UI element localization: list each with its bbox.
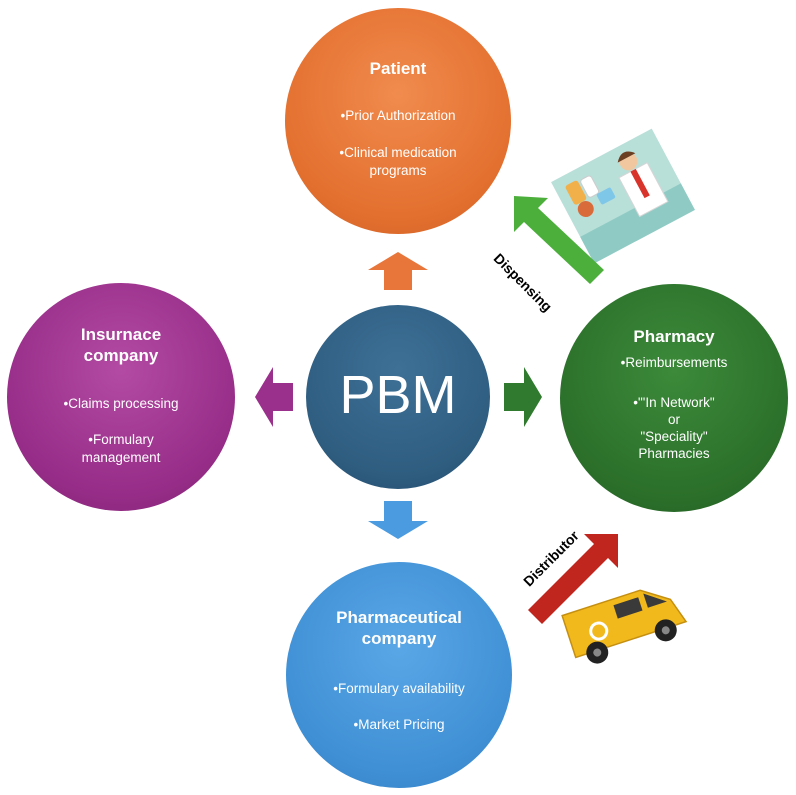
patient-bullet-prior-authorization: •Prior Authorization	[340, 108, 456, 123]
pharmacy-bullet-in-network: •"'In Network"	[633, 395, 715, 410]
insurance-bullet-formulary: •Formulary	[88, 432, 154, 447]
dispensing-arrow-icon	[514, 196, 604, 284]
insurance-title-line1: Insurnace	[80, 325, 162, 344]
patient-title: Patient	[369, 59, 427, 78]
pharmacy-bullet-pharmacies: Pharmacies	[638, 446, 710, 461]
arrow-left-icon	[255, 367, 293, 427]
patient-bullet-programs: programs	[369, 163, 427, 178]
distributor-arrow-icon	[528, 534, 618, 624]
delivery-van-icon	[561, 589, 688, 664]
arrow-up-icon	[368, 252, 428, 290]
arrow-down-icon	[368, 501, 428, 539]
pharmaceutical-bullet-market-pricing: •Market Pricing	[353, 717, 445, 732]
insurance-node: Insurnace company •Claims processing •Fo…	[7, 283, 235, 511]
pharmacy-bullet-speciality: "Speciality"	[640, 429, 708, 444]
pharmaceutical-node: Pharmaceutical company •Formulary availa…	[286, 562, 512, 788]
insurance-bullet-claims: •Claims processing	[63, 396, 179, 411]
pharmaceutical-title-line1: Pharmaceutical	[336, 608, 462, 627]
pharmacy-bullet-reimbursements: •Reimbursements	[620, 355, 728, 370]
patient-node: Patient •Prior Authorization •Clinical m…	[285, 8, 511, 234]
pharmacist-with-medications-icon	[551, 128, 695, 264]
insurance-title-line2: company	[83, 346, 159, 365]
patient-bullet-clinical-medication: •Clinical medication	[339, 145, 457, 160]
pharmacy-bullet-or: or	[667, 412, 680, 427]
pharmaceutical-title-line2: company	[361, 629, 437, 648]
arrow-right-icon	[504, 367, 542, 427]
insurance-bullet-management: management	[81, 450, 161, 465]
pharmacy-node: Pharmacy •Reimbursements •"'In Network" …	[560, 284, 788, 512]
pharmacy-title: Pharmacy	[633, 327, 715, 346]
pbm-label: PBM	[339, 365, 457, 425]
pbm-node: PBM	[306, 305, 490, 489]
pharmaceutical-bullet-formulary: •Formulary availability	[333, 681, 465, 696]
